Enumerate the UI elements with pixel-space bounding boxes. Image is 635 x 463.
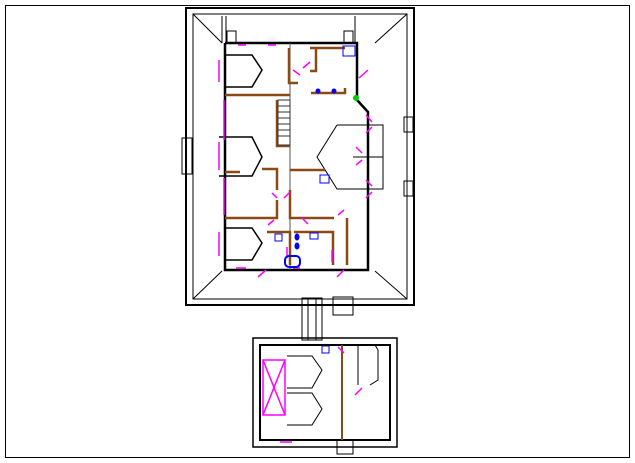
toilet-icon xyxy=(274,233,283,242)
side-step-right xyxy=(403,116,414,133)
sink-icon xyxy=(309,232,319,240)
bathtub-icon xyxy=(284,255,301,268)
bay-window-top xyxy=(225,54,263,88)
fixtures xyxy=(274,45,359,354)
house-outer-wall xyxy=(185,7,415,306)
stair-icon xyxy=(277,99,291,146)
roof-hip-line xyxy=(374,270,408,300)
sink-icon xyxy=(294,233,300,241)
roof-hip-line xyxy=(192,270,223,300)
top-step-right xyxy=(343,30,354,44)
roof-hip-line xyxy=(374,13,408,44)
exterior-wall xyxy=(223,41,370,272)
interior-walls xyxy=(225,46,349,265)
accent-fixture xyxy=(353,95,359,101)
roof-eave-line xyxy=(192,13,408,300)
sink-icon xyxy=(321,345,330,354)
stove-icon xyxy=(342,45,356,57)
main-house xyxy=(181,7,415,316)
bay-window-mid xyxy=(219,136,263,177)
porch-bump xyxy=(316,124,384,190)
roof-hip-line xyxy=(192,13,223,44)
bay-window-bottom xyxy=(225,227,263,261)
rear-step xyxy=(332,296,354,316)
sink-icon xyxy=(331,88,337,94)
door-window-openings xyxy=(218,44,373,278)
side-step-left xyxy=(181,137,193,175)
garage xyxy=(252,337,398,455)
top-step-left xyxy=(226,30,237,44)
sink-icon xyxy=(319,174,330,184)
sheet-border xyxy=(5,5,630,458)
sink-icon xyxy=(315,88,321,94)
breezeway xyxy=(301,297,323,341)
side-step-right-2 xyxy=(403,180,414,197)
toilet-icon xyxy=(294,242,300,250)
